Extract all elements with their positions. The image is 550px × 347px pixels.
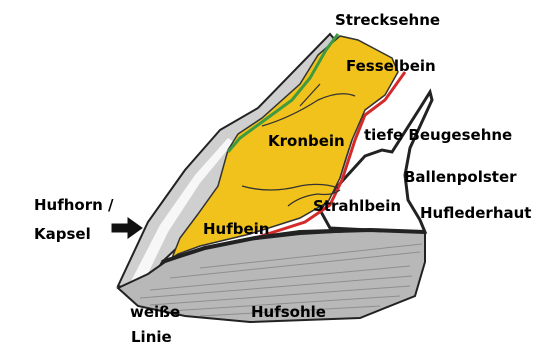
label-fesselbein: Fesselbein — [346, 57, 436, 76]
label-kapsel: Kapsel — [34, 225, 91, 244]
label-weisse: weiße — [130, 303, 180, 322]
label-hufhorn: Hufhorn / — [34, 196, 114, 215]
label-kronbein: Kronbein — [268, 132, 345, 151]
label-strecksehne: Strecksehne — [335, 11, 440, 30]
label-tiefe-beugesehne: tiefe Beugesehne — [364, 126, 512, 145]
label-ballenpolster: Ballenpolster — [404, 168, 517, 187]
label-strahlbein: Strahlbein — [313, 197, 401, 216]
label-huflederhaut: Huflederhaut — [420, 204, 531, 223]
label-linie: Linie — [131, 328, 172, 347]
label-hufsohle: Hufsohle — [251, 303, 326, 322]
capsule-arrow-icon — [112, 218, 142, 238]
label-hufbein: Hufbein — [203, 220, 270, 239]
